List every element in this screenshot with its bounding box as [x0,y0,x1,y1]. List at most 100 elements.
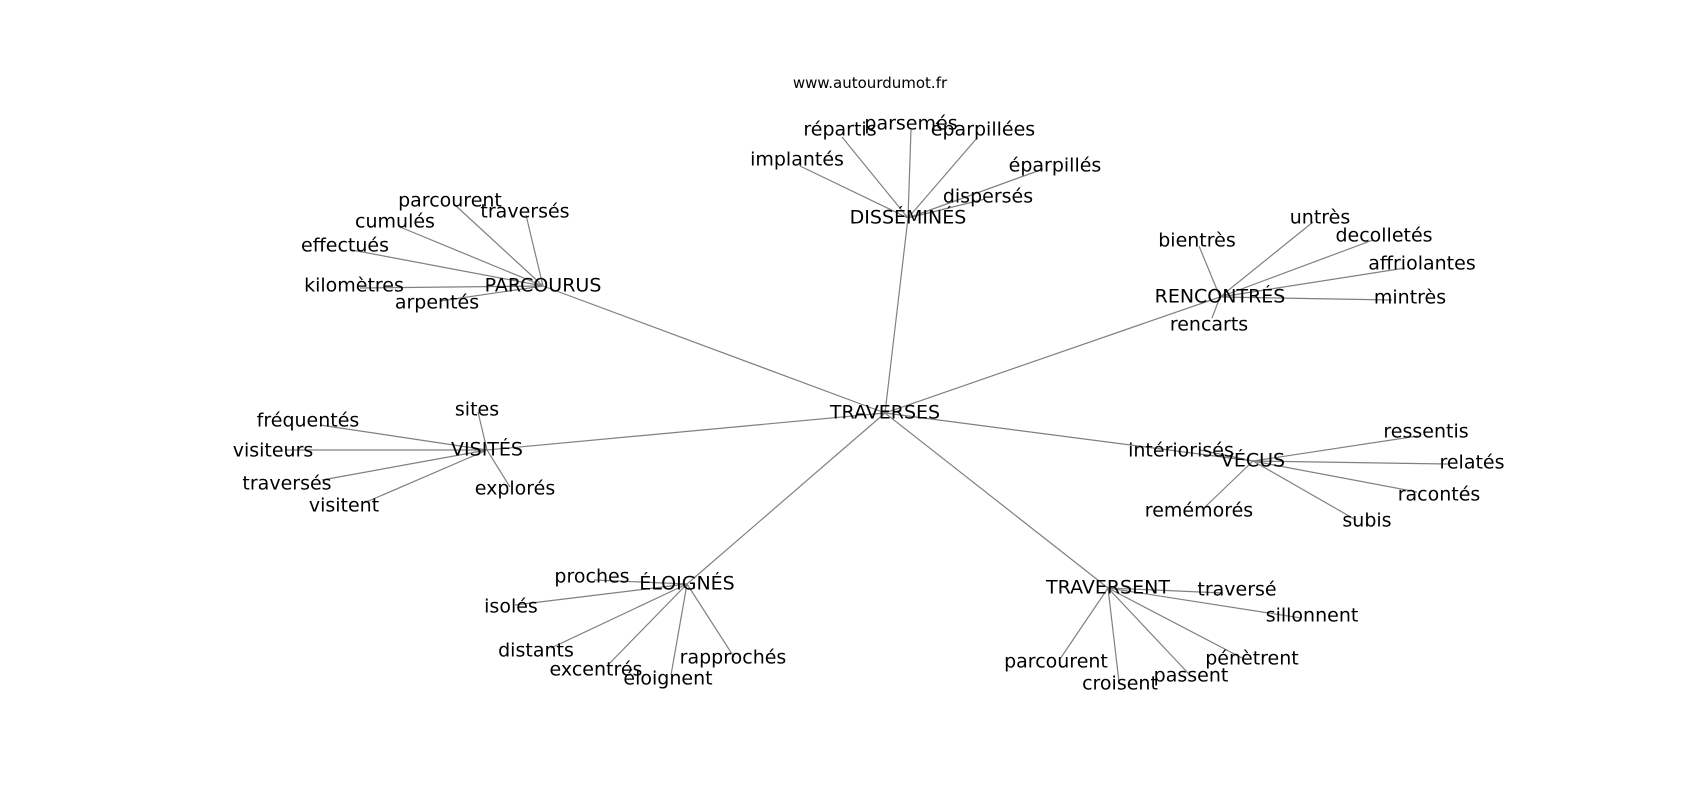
edge-hub-to-leaf [686,583,735,658]
hub-node-label: DISSÉMINÉS [850,206,967,229]
edge-hub-to-leaf [1107,587,1120,683]
center-node-label: TRAVERSES [829,402,940,424]
leaf-node-label: traversés [242,473,331,495]
edge-hub-to-leaf [1203,460,1254,509]
leaf-node-label: éparpillés [1009,155,1102,177]
edge-hub-to-leaf [799,165,909,219]
leaf-node-label: éloignent [623,668,712,690]
leaf-node-label: arpentés [395,292,479,314]
leaf-node-label: excentrés [550,659,643,681]
leaf-node-label: croisent [1082,673,1158,695]
leaf-node-label: répartis [803,119,876,141]
hub-node-label: ÉLOIGNÉS [639,572,734,595]
leaf-node-label: mintrès [1374,287,1446,309]
leaf-node-label: dispersés [943,186,1033,208]
edge-hub-to-leaf [907,129,912,219]
edge-hub-to-leaf [606,583,688,667]
edge-hub-to-leaf [1059,587,1109,660]
leaf-node-label: éparpillées [931,119,1035,141]
leaf-node-label: relatés [1439,452,1504,474]
edge-center-to-hub [884,412,1254,462]
hub-node-label: VISITÉS [451,438,523,461]
edge-center-to-hub [884,412,1109,589]
leaf-node-label: traversé [1197,579,1276,601]
edge-hub-to-leaf [1198,245,1221,298]
leaf-node-label: ressentis [1383,421,1468,443]
hub-node-label: PARCOURUS [485,275,602,297]
edge-hub-to-leaf [1219,296,1393,301]
hub-node-label: VÉCUS [1221,449,1285,472]
edge-center-to-hub [686,412,886,585]
leaf-node-label: proches [554,566,629,588]
edge-hub-to-leaf [454,204,544,287]
leaf-node-label: parcourent [398,190,502,212]
edge-hub-to-leaf [351,249,544,287]
leaf-node-label: decolletés [1335,225,1432,247]
hub-node-label: TRAVERSENT [1045,577,1170,599]
leaf-node-label: implantés [750,149,844,171]
leaf-node-label: parcourent [1004,651,1108,673]
leaf-node-label: visiteurs [233,440,314,462]
leaf-node-label: subis [1342,510,1391,532]
leaf-node-label: effectués [301,235,389,257]
leaf-node-label: distants [498,640,574,662]
leaf-node-label: traversés [480,201,569,223]
leaf-node-label: remémorés [1145,500,1253,522]
edge-center-to-hub [486,412,886,451]
edge-hub-to-leaf [1219,267,1406,298]
edge-hub-to-leaf [525,214,544,287]
edge-hub-to-leaf [363,449,488,504]
leaf-node-label: sillonnent [1266,605,1359,627]
leaf-node-label: cumulés [355,211,435,233]
edge-hub-to-leaf [593,579,688,585]
hub-node-label: RENCONTRÉS [1155,285,1286,308]
edge-hub-to-leaf [1107,587,1243,659]
leaf-node-label: parsemés [864,113,957,135]
edge-hub-to-leaf [359,285,544,289]
leaf-node-label: fréquentés [257,410,360,432]
edge-hub-to-leaf [670,583,688,676]
edge-center-to-hub [884,296,1221,414]
leaf-node-label: untrès [1290,207,1351,229]
edge-hub-to-leaf [1219,239,1374,298]
edge-hub-to-leaf [321,449,488,481]
edge-hub-to-leaf [477,411,488,451]
credit-label: www.autourdumot.fr [793,74,948,92]
edge-center-to-hub [542,285,886,414]
leaf-node-label: sites [455,399,499,421]
edge-hub-to-leaf [1252,460,1418,493]
edge-hub-to-leaf [907,168,1044,219]
leaf-node-label: rencarts [1170,314,1248,336]
edge-hub-to-leaf [1252,460,1449,465]
leaf-node-label: intériorisés [1128,440,1234,462]
edge-hub-to-leaf [439,285,544,302]
edge-hub-to-leaf [1252,460,1357,521]
edge-hub-to-leaf [514,583,688,606]
leaf-node-label: racontés [1398,484,1481,506]
leaf-node-label: kilomètres [304,275,404,297]
leaf-node-label: explorés [475,478,556,500]
leaf-node-label: passent [1154,665,1229,687]
edge-hub-to-leaf [486,449,511,488]
edge-hub-to-leaf [1107,587,1302,619]
edge-hub-to-leaf [1199,449,1254,462]
edge-hub-to-leaf [841,136,909,219]
edge-hub-to-leaf [1107,587,1189,674]
edge-hub-to-leaf [1252,435,1419,462]
graph-edges [285,129,1449,683]
edge-hub-to-leaf [319,424,488,451]
edge-hub-to-leaf [1211,296,1221,319]
edge-hub-to-leaf [550,583,688,649]
leaf-node-label: pénètrent [1205,648,1299,670]
edge-hub-to-leaf [907,198,986,219]
leaf-node-label: rapprochés [680,647,787,669]
graph-labels: www.autourdumot.fr TRAVERSES DISSÉMINÉS ré… [233,74,1505,695]
edge-hub-to-leaf [1219,221,1314,298]
edge-hub-to-leaf [1107,587,1224,594]
leaf-node-label: bientrès [1158,230,1236,252]
edge-hub-to-leaf [907,137,978,219]
edge-center-to-hub [884,217,909,414]
leaf-node-label: affriolantes [1368,253,1475,275]
leaf-node-label: visitent [309,495,379,517]
